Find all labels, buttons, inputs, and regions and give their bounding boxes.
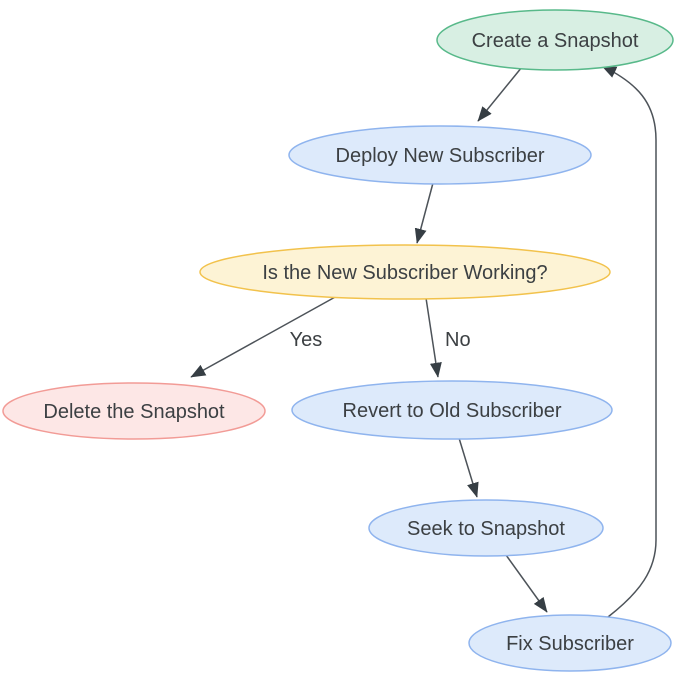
node-ellipse [436, 9, 674, 71]
node-label: Seek to Snapshot [407, 518, 565, 540]
node-label: Delete the Snapshot [43, 401, 225, 423]
node-ellipse [199, 244, 611, 300]
edge-deploy-to-working [414, 182, 434, 244]
edge-create-to-deploy [477, 66, 523, 122]
node-create-a-snapshot: Create a Snapshot [436, 9, 674, 71]
edge-working-to-revert [425, 297, 442, 378]
edge-label-no: No [445, 329, 471, 351]
node-ellipse [468, 614, 672, 672]
node-revert-to-old-subscriber: Revert to Old Subscriber [291, 380, 613, 440]
node-label: Fix Subscriber [506, 633, 634, 655]
edge-fix-to-create-loopback [601, 65, 657, 618]
node-deploy-new-subscriber: Deploy New Subscriber [288, 125, 592, 185]
edge-label-yes: Yes [290, 329, 323, 351]
edge-seek-to-fix [505, 554, 548, 613]
node-seek-to-snapshot: Seek to Snapshot [368, 499, 604, 557]
edge-group: Yes No [190, 65, 657, 618]
node-label: Create a Snapshot [472, 30, 639, 52]
edge-revert-to-seek [458, 437, 479, 498]
node-delete-the-snapshot: Delete the Snapshot [2, 382, 266, 440]
node-label: Deploy New Subscriber [336, 145, 545, 167]
node-ellipse [291, 380, 613, 440]
node-label: Revert to Old Subscriber [343, 400, 562, 422]
node-fix-subscriber: Fix Subscriber [468, 614, 672, 672]
node-ellipse [2, 382, 266, 440]
node-is-new-subscriber-working: Is the New Subscriber Working? [199, 244, 611, 300]
node-ellipse [368, 499, 604, 557]
edge-working-to-delete [190, 295, 338, 378]
node-ellipse [288, 125, 592, 185]
node-label: Is the New Subscriber Working? [262, 262, 547, 284]
